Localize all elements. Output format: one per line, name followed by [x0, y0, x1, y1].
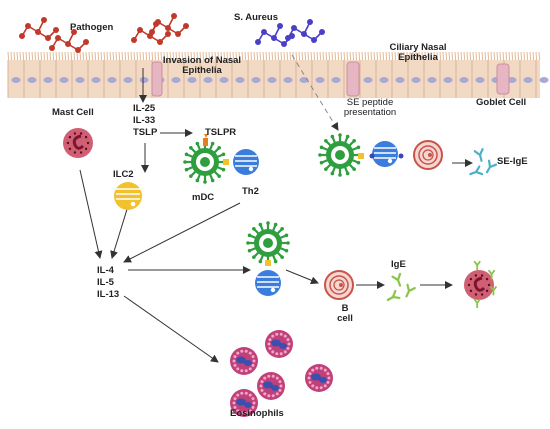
se-peptide-line1: SE peptide: [346, 97, 394, 108]
se-peptide-dot-1: [369, 153, 375, 159]
il5-label: IL-5: [97, 277, 114, 288]
s-aureus-label: S. Aureus: [234, 12, 278, 23]
goblet-cell-2: [346, 61, 360, 97]
se-ige-antibody-3: [469, 165, 484, 176]
arrow-s-aureus-presentation: [291, 54, 339, 131]
tslpr-receptor-tip: [204, 134, 208, 138]
se-peptide-label: SE peptide presentation: [330, 97, 410, 119]
pathogen-label: Pathogen: [70, 22, 114, 33]
b-cell: [324, 270, 354, 300]
goblet-cell-3: [496, 63, 510, 95]
th2-cell: [233, 149, 259, 175]
eosinophil-4: [257, 372, 285, 400]
se-peptide-dot-2: [398, 153, 404, 159]
goblet-cell-1: [151, 61, 163, 97]
ciliary-epithelia-label: Ciliary Nasal Epithelia: [376, 42, 460, 64]
ige-antibody-1: [391, 272, 402, 287]
th2-cell-lower: [255, 270, 281, 296]
th2-cell-se-presentation: [372, 141, 398, 167]
eosinophil-3: [305, 364, 333, 392]
synapse-marker-2: [358, 153, 364, 159]
nasal-epithelium: [7, 51, 549, 98]
b-cell-label: B cell: [330, 303, 360, 325]
invasion-label-line2: Epithelia: [182, 65, 222, 77]
mast-cell-ige-bound: [464, 260, 498, 308]
tslp-label: TSLP: [133, 127, 158, 138]
b-cell-label-line1: B: [341, 303, 349, 314]
il13-label: IL-13: [97, 289, 120, 300]
arrow-ilc2-to-il: [110, 205, 129, 259]
b-cell-label-line2: cell: [337, 313, 353, 325]
invasion-label: Invasion of Nasal Epithelia: [150, 55, 254, 77]
ige-label: IgE: [391, 259, 406, 270]
s-aureus-molecule-1: [255, 23, 295, 47]
tslpr-receptor: [203, 138, 208, 146]
eosinophil-5: [230, 389, 258, 417]
mast-cell: [63, 128, 93, 158]
ciliary-label-line1: Ciliary Nasal: [389, 42, 447, 53]
il33-label: IL-33: [133, 115, 156, 126]
ilc2-cell: [114, 182, 142, 210]
arrow-mast-to-il: [79, 169, 103, 259]
il25-label: IL-25: [133, 103, 156, 114]
mdc-cell: [183, 140, 227, 184]
mdc-cell-lower: [246, 221, 290, 265]
ilc2-label: ILC2: [113, 169, 134, 180]
b-cell-se-presentation: [413, 140, 443, 170]
il4-label: IL-4: [97, 265, 114, 276]
arrow-to-b-cell: [285, 269, 319, 285]
invasion-label-line1: Invasion of Nasal: [162, 55, 242, 66]
eosinophil-1: [230, 347, 258, 375]
eosinophil-2: [265, 330, 293, 358]
synapse-marker-1: [223, 159, 229, 165]
pathogen-molecule-2: [49, 29, 89, 53]
ige-antibody-2: [405, 283, 416, 298]
se-peptide-line2: presentation: [343, 107, 397, 119]
se-ige-antibody-1: [473, 148, 484, 162]
synapse-marker-3: [265, 260, 271, 266]
pathogen-molecule-4: [149, 13, 189, 37]
s-aureus-molecule-2: [285, 19, 325, 43]
ciliary-label-line2: Epithelia: [398, 52, 438, 64]
arrow-th2-to-il: [123, 202, 241, 263]
ige-antibody-3: [386, 289, 401, 302]
mast-cell-label: Mast Cell: [52, 107, 94, 118]
mdc-cell-se-presentation: [318, 133, 362, 177]
tslpr-label: TSLPR: [205, 127, 237, 138]
mdc-label: mDC: [192, 192, 215, 203]
goblet-cell-label: Goblet Cell: [476, 97, 527, 108]
se-ige-label: SE-IgE: [497, 156, 528, 167]
eosinophils-label: Eosinophils: [230, 408, 284, 419]
se-ige-antibody-2: [485, 159, 498, 174]
pathogen-molecule-3: [131, 21, 171, 45]
pathogen-molecule-1: [19, 17, 59, 41]
arrow-il-to-eosinophils: [123, 295, 219, 363]
th2-label: Th2: [242, 186, 259, 197]
